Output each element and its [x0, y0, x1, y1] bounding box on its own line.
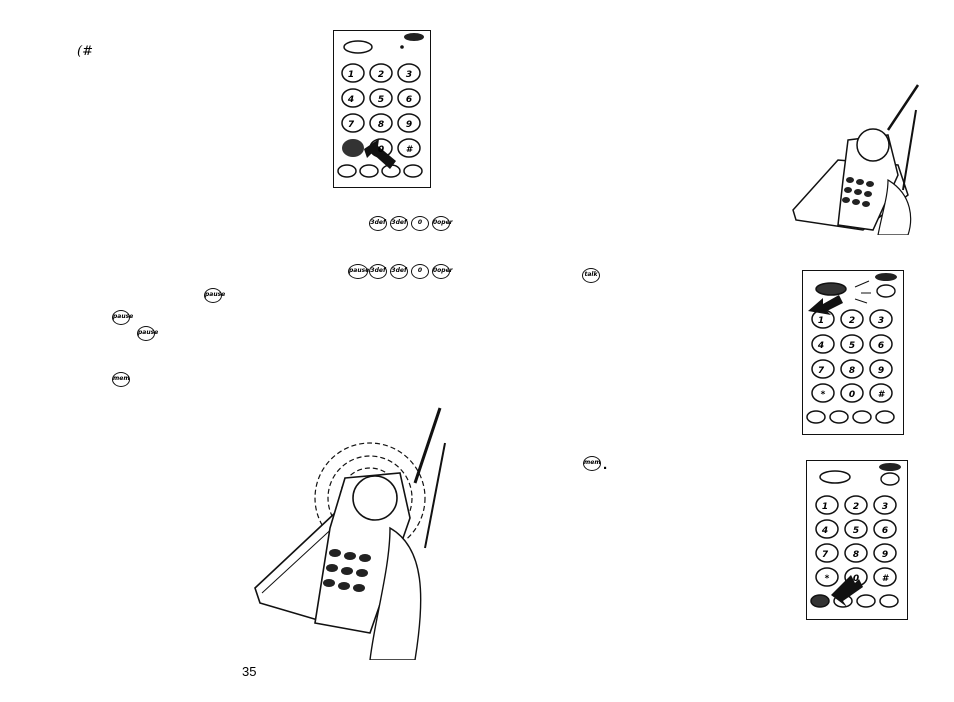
svg-text:4: 4: [817, 341, 824, 351]
key-mem-inline: mem: [583, 456, 601, 471]
svg-text:5: 5: [849, 341, 855, 351]
key-pause-inline: pause: [137, 326, 158, 341]
svg-text:2: 2: [853, 502, 859, 512]
key-0oper: 0oper: [432, 264, 453, 279]
svg-text:6: 6: [406, 95, 412, 105]
svg-text:8: 8: [378, 120, 384, 130]
key-3def: 3def: [390, 216, 408, 231]
key-0oper: 0oper: [432, 216, 453, 231]
keypad-illustration-star: 1 2 3 4 5 6 7 8 9 0 #: [333, 30, 431, 188]
svg-text:5: 5: [853, 526, 859, 536]
svg-text:8: 8: [849, 366, 855, 376]
key-pause-inline: pause: [204, 288, 225, 303]
svg-text:0: 0: [378, 145, 384, 155]
key-mem-inline: mem: [112, 372, 130, 387]
svg-text:1: 1: [818, 316, 824, 326]
svg-text:9: 9: [882, 550, 888, 560]
key-3def: 3def: [390, 264, 408, 279]
key-3def: 3def: [369, 264, 387, 279]
phone-handset-lifted-illustration: [792, 84, 920, 235]
svg-text:5: 5: [378, 95, 384, 105]
svg-text:*: *: [825, 574, 830, 584]
page-number: 35: [242, 664, 257, 679]
svg-text:0: 0: [853, 574, 859, 584]
phone-ringing-illustration: [254, 407, 446, 660]
svg-text:7: 7: [348, 120, 355, 130]
svg-text:#: #: [406, 145, 414, 155]
svg-text:9: 9: [406, 120, 412, 130]
key-talk-inline: talk: [582, 268, 600, 283]
keypad-drawing: 1 2 3 4 5 6 7 8 9 0 #: [337, 33, 424, 178]
key-0: 0: [411, 216, 429, 231]
svg-text:2: 2: [849, 316, 855, 326]
svg-text:6: 6: [878, 341, 884, 351]
mem-period: .: [603, 456, 608, 473]
key-pause-inline: pause: [112, 310, 133, 325]
svg-text:8: 8: [853, 550, 859, 560]
svg-text:2: 2: [378, 70, 384, 80]
svg-text:9: 9: [878, 366, 884, 376]
svg-text:#: #: [878, 390, 886, 400]
svg-text:3: 3: [882, 502, 888, 512]
svg-text:1: 1: [822, 502, 828, 512]
svg-text:*: *: [821, 390, 826, 400]
svg-text:7: 7: [822, 550, 829, 560]
svg-text:3: 3: [878, 316, 884, 326]
svg-text:4: 4: [821, 526, 828, 536]
key-pause: pause: [348, 264, 369, 279]
key-0: 0: [411, 264, 429, 279]
svg-text:3: 3: [406, 70, 412, 80]
svg-text:7: 7: [818, 366, 825, 376]
svg-text:4: 4: [347, 95, 354, 105]
paren-glyph: (#: [77, 44, 93, 59]
svg-text:#: #: [882, 574, 890, 584]
svg-text:0: 0: [849, 390, 855, 400]
keypad-drawing: 1 2 3 4 5 6 7 8 9 * 0 #: [810, 463, 901, 608]
keypad-drawing: 1 2 3 4 5 6 7 8 9 * 0 #: [806, 273, 897, 424]
key-3def: 3def: [369, 216, 387, 231]
keypad-illustration-mem: 1 2 3 4 5 6 7 8 9 * 0 #: [806, 460, 908, 620]
svg-text:1: 1: [348, 70, 354, 80]
keypad-illustration-talk: 1 2 3 4 5 6 7 8 9 * 0 #: [802, 270, 904, 435]
svg-text:6: 6: [882, 526, 888, 536]
